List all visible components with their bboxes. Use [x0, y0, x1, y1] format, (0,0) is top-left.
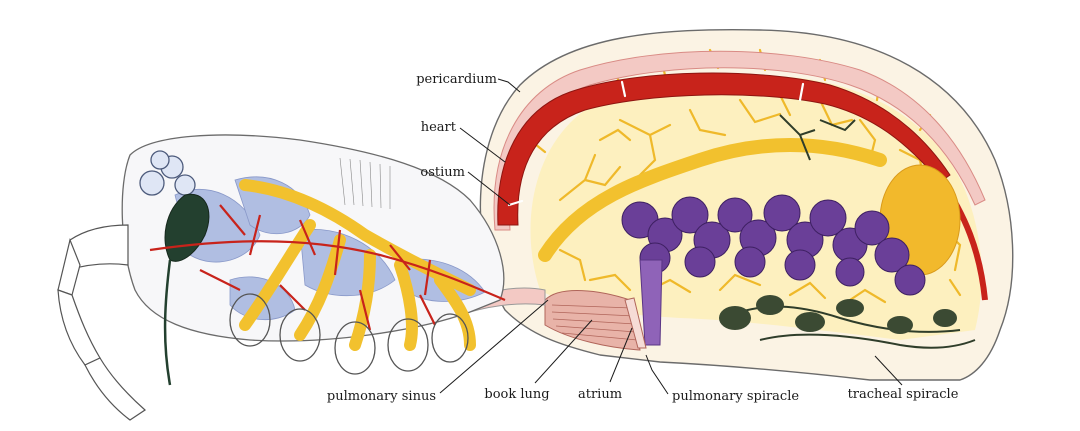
atrium — [624, 297, 647, 349]
gut-stalk — [639, 259, 663, 346]
label-atrium: atrium — [578, 387, 622, 402]
label-tracheal-spiracle: tracheal spiracle — [848, 387, 959, 402]
cephalothorax — [121, 134, 506, 386]
ostia — [507, 80, 805, 207]
muscle-fibres — [339, 157, 391, 209]
leader-tracheal-spiracle — [874, 355, 903, 386]
labels: pericardium heart ostium pulmonary sinus… — [327, 72, 959, 404]
tracheae — [719, 114, 976, 349]
heart — [497, 72, 951, 226]
abdomen — [469, 29, 1014, 381]
gut-diverticula — [621, 194, 926, 296]
arteries — [149, 204, 506, 331]
pericardium-band — [493, 50, 986, 231]
fang — [163, 259, 172, 386]
label-pericardium: pericardium — [416, 72, 497, 87]
label-heart: heart — [421, 120, 457, 135]
leader-pericardium — [497, 78, 521, 93]
leader-pulmonary-spiracle — [645, 354, 669, 395]
leader-ostium — [467, 171, 511, 206]
leg-coxae — [229, 293, 469, 375]
midgut-duct — [538, 138, 887, 262]
leader-pulmonary-sinus — [439, 299, 549, 394]
label-pulmonary-spiracle: pulmonary spiracle — [672, 389, 799, 404]
trachea-tufts — [719, 295, 957, 334]
leader-atrium — [609, 327, 633, 383]
label-ostium: ostium — [420, 165, 465, 180]
label-book-lung: book lung — [484, 387, 549, 402]
book-lung-lamellae — [551, 304, 638, 341]
pedipalp — [57, 224, 146, 421]
label-pulmonary-sinus: pulmonary sinus — [327, 389, 436, 404]
leader-book-lung — [534, 319, 593, 384]
leader-heart — [459, 127, 506, 163]
leader-lines — [439, 78, 903, 395]
